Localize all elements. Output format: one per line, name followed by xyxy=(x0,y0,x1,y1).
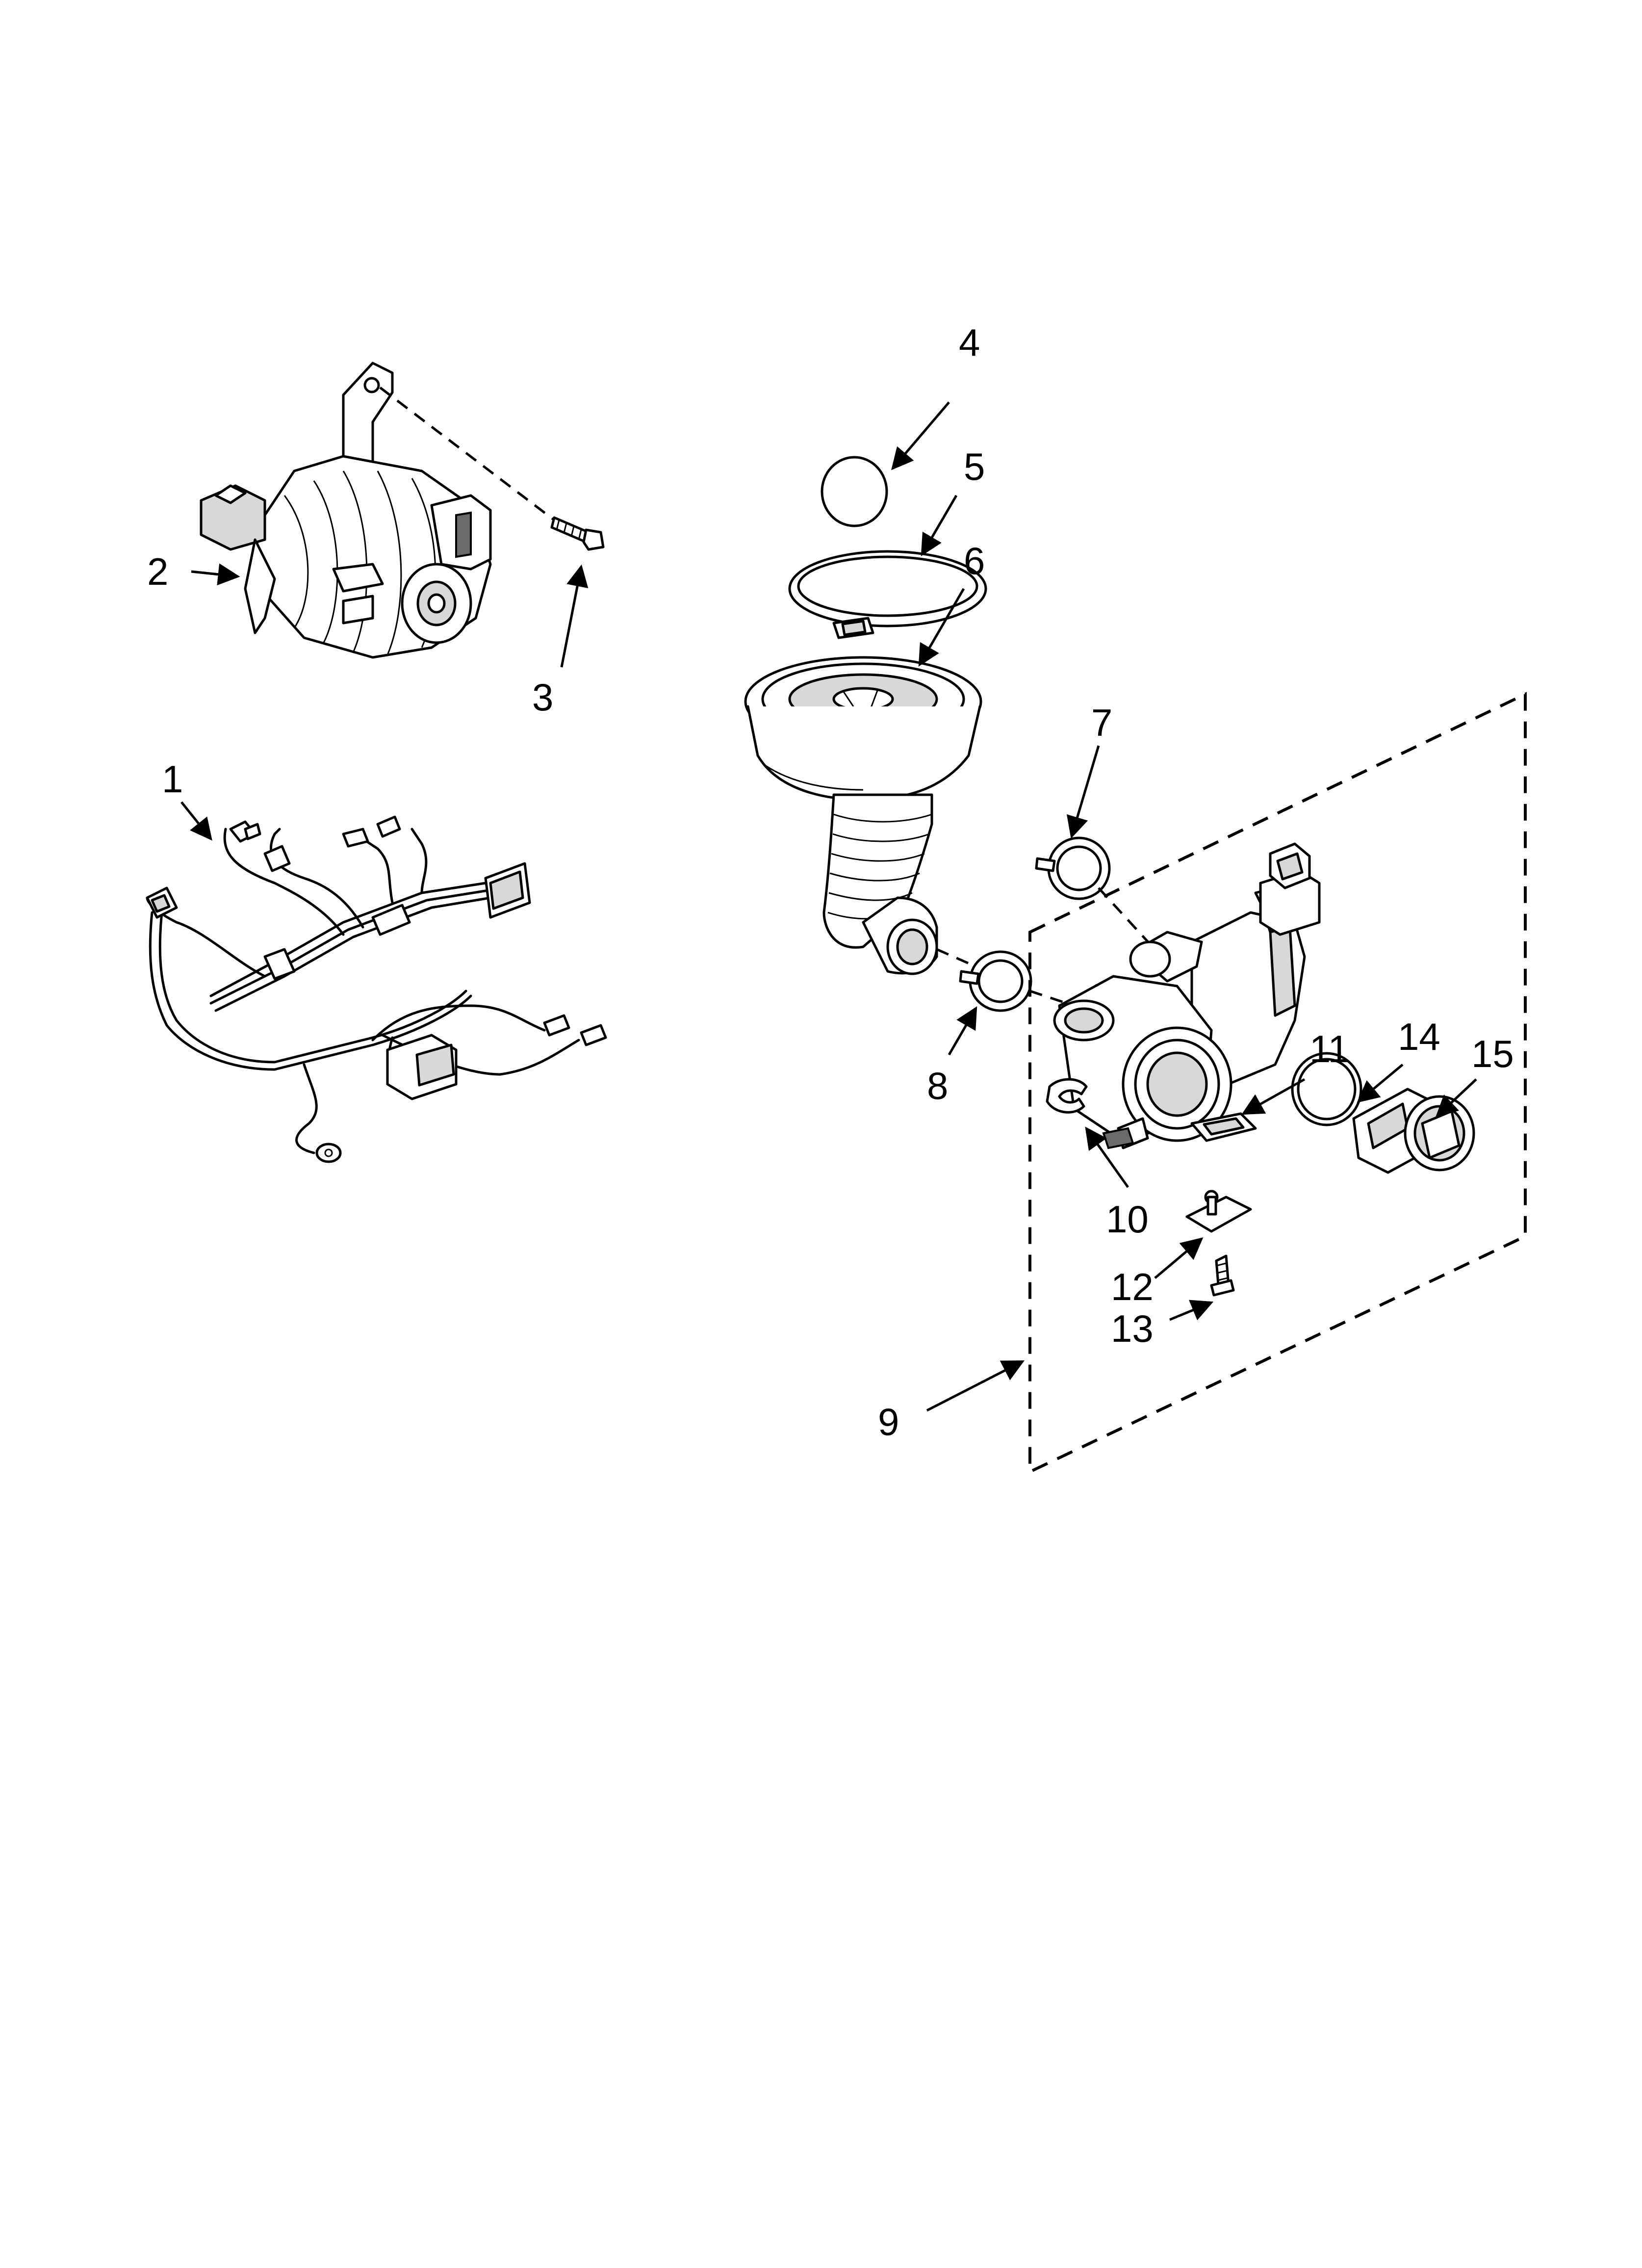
callout-13: 13 xyxy=(1111,1307,1154,1350)
drive-motor xyxy=(200,362,492,659)
callout-1: 1 xyxy=(162,757,183,801)
leader-2 xyxy=(191,563,240,586)
leader-5 xyxy=(921,495,958,556)
gasket-pump-guide-2 xyxy=(1098,887,1154,948)
harness-connector-b xyxy=(263,845,291,872)
leader-14 xyxy=(1357,1064,1404,1103)
motor-screw xyxy=(550,516,605,551)
leader-7 xyxy=(1066,745,1100,839)
filter-o-ring xyxy=(1291,1052,1362,1126)
leader-8 xyxy=(948,1006,977,1056)
pump-grommet xyxy=(1190,1112,1257,1142)
leader-4 xyxy=(891,401,950,470)
leader-12 xyxy=(1154,1237,1204,1279)
pump-gasket-7 xyxy=(1035,836,1111,900)
callout-14: 14 xyxy=(1398,1015,1440,1058)
leader-10 xyxy=(1085,1126,1129,1188)
harness-connector-a xyxy=(229,820,261,843)
pump-assembly-boundary xyxy=(1028,692,1527,1474)
leader-9 xyxy=(926,1360,1025,1412)
leader-13 xyxy=(1169,1300,1214,1321)
callout-7: 7 xyxy=(1091,701,1112,744)
callout-6: 6 xyxy=(964,539,985,582)
callout-11: 11 xyxy=(1309,1027,1349,1070)
leader-15 xyxy=(1435,1078,1477,1118)
bracket-screw xyxy=(1210,1254,1235,1297)
callout-3: 3 xyxy=(532,676,553,719)
leader-3 xyxy=(560,564,589,668)
callout-10: 10 xyxy=(1106,1198,1149,1241)
callout-2: 2 xyxy=(147,550,168,593)
sump-hose xyxy=(744,656,982,975)
motor-screw-guide xyxy=(379,387,555,521)
drain-pump xyxy=(1053,842,1321,1149)
wire-harness xyxy=(146,815,607,1163)
pump-bracket xyxy=(1185,1190,1252,1233)
harness-connector-d xyxy=(376,815,401,838)
callout-5: 5 xyxy=(964,445,985,488)
callout-8: 8 xyxy=(927,1064,948,1107)
hose-clamp xyxy=(788,550,987,639)
callout-4: 4 xyxy=(959,321,980,364)
leader-11 xyxy=(1241,1078,1306,1115)
pump-clip xyxy=(1046,1078,1088,1114)
callout-15: 15 xyxy=(1471,1032,1514,1075)
callout-9: 9 xyxy=(878,1400,899,1443)
leader-1 xyxy=(180,801,212,841)
drain-filter xyxy=(1352,1088,1475,1174)
leader-6 xyxy=(918,588,965,667)
harness-connector-e xyxy=(146,886,178,919)
harness-connector-c xyxy=(342,828,369,848)
pump-gasket-8 xyxy=(959,950,1032,1012)
callout-12: 12 xyxy=(1111,1265,1154,1308)
sump-cap xyxy=(821,456,888,527)
